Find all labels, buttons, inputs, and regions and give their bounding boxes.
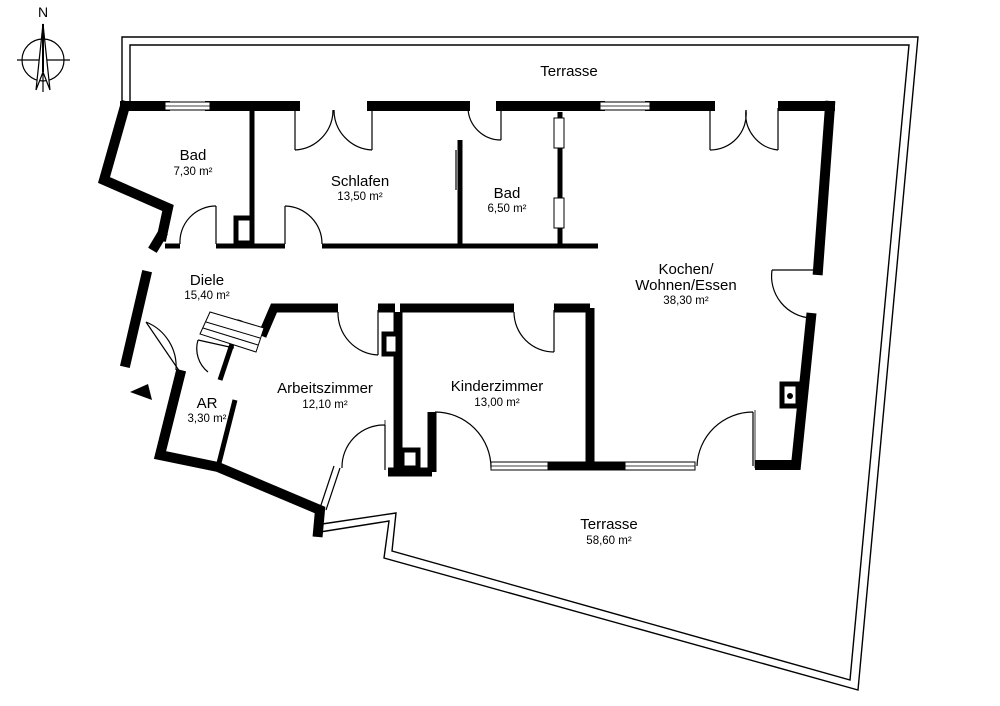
kinderzimmer-area: 13,00 m² [474, 397, 520, 409]
ar-area: 3,30 m² [188, 413, 227, 425]
ar-label: AR [197, 395, 218, 412]
north-label: N [38, 4, 48, 20]
diele-label: Diele [190, 272, 224, 289]
kinderzimmer-label: Kinderzimmer [451, 378, 544, 395]
terrasse-north-label: Terrasse [540, 63, 598, 80]
entrance-arrow [130, 384, 152, 400]
interior-walls [165, 110, 598, 468]
bad1-area: 7,30 m² [174, 166, 213, 178]
arbeitszimmer-area: 12,10 m² [302, 399, 348, 411]
walls [97, 99, 836, 538]
bad1-label: Bad [180, 147, 207, 164]
diele-area: 15,40 m² [184, 290, 230, 302]
room-labels: Terrasse Bad 7,30 m² Schlafen 13,50 m² B… [174, 63, 737, 547]
terrasse-south-label: Terrasse [580, 516, 638, 533]
bad2-area: 6,50 m² [488, 203, 527, 215]
kochen-area: 38,30 m² [663, 295, 709, 307]
stair-element [199, 311, 265, 353]
doors [145, 107, 818, 511]
chimney-dot [787, 393, 793, 399]
terrace-railing [121, 36, 919, 691]
kochen-label-2: Wohnen/Essen [635, 277, 736, 294]
kochen-label-1: Kochen/ [658, 261, 714, 278]
arbeitszimmer-label: Arbeitszimmer [277, 380, 373, 397]
compass: N [17, 4, 70, 92]
terrasse-south-area: 58,60 m² [586, 535, 632, 547]
bad2-label: Bad [494, 185, 521, 202]
shafts [233, 215, 801, 471]
schlafen-label: Schlafen [331, 173, 389, 190]
schlafen-area: 13,50 m² [337, 191, 383, 203]
